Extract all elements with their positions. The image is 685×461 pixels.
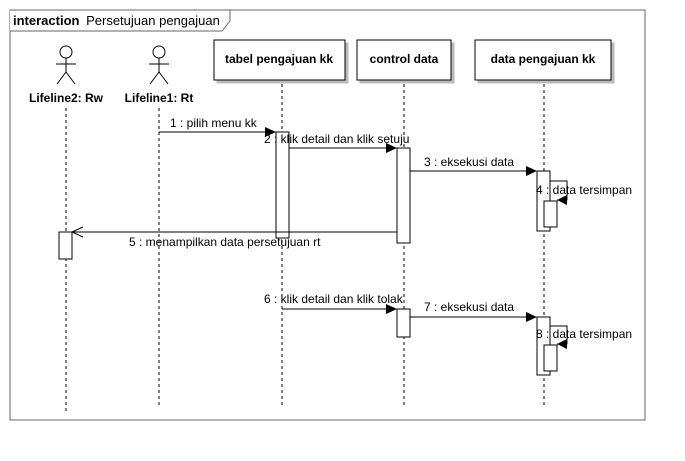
open-arrowhead-icon [70, 226, 84, 238]
lifeline-head-data[interactable]: data pengajuan kk [474, 39, 612, 81]
arrowhead-icon [386, 143, 397, 153]
object-label: data pengajuan kk [491, 52, 596, 66]
actor-rt[interactable]: Lifeline1: Rt [125, 45, 194, 105]
lifeline-head-control[interactable]: control data [356, 39, 452, 81]
message-6[interactable]: 6 : klik detail dan klik tolak [264, 292, 404, 314]
lifeline-head-tabel[interactable]: tabel pengajuan kk [213, 39, 346, 81]
message-7[interactable]: 7 : eksekusi data [410, 300, 537, 322]
actor-label: Lifeline1: Rt [125, 91, 194, 105]
stick-figure-icon [56, 45, 76, 85]
svg-text:interaction Persetujuan pe: interaction Persetujuan pengajuan [13, 13, 220, 28]
message-label: 4 : data tersimpan [536, 183, 632, 197]
arrowhead-icon [526, 312, 537, 322]
message-label: 5 : menampilkan data persetujuan rt [129, 235, 321, 249]
message-label: 1 : pilih menu kk [170, 116, 258, 130]
arrowhead-icon [526, 166, 537, 176]
object-label: control data [370, 52, 439, 66]
stick-figure-icon [149, 45, 169, 85]
arrowhead-icon [557, 339, 567, 349]
message-8[interactable]: 8 : data tersimpan [536, 325, 632, 349]
arrowhead-icon [265, 127, 276, 137]
activation-bar-rw [58, 231, 73, 260]
message-label: 7 : eksekusi data [424, 300, 514, 314]
message-5[interactable]: 5 : menampilkan data persetujuan rt [70, 226, 397, 249]
activation-bar-control [396, 147, 411, 244]
activation-bar-data-self-2 [543, 344, 558, 372]
activation-bar-control-2 [396, 308, 411, 338]
message-4[interactable]: 4 : data tersimpan [536, 180, 632, 205]
message-1[interactable]: 1 : pilih menu kk [159, 116, 276, 137]
message-label: 6 : klik detail dan klik tolak [264, 292, 404, 306]
frame-name-tab [10, 9, 231, 32]
frame-keyword: interaction [13, 13, 80, 28]
activation-bar-data-self [543, 200, 558, 228]
arrowhead-icon [386, 304, 397, 314]
frame-title: Persetujuan pengajuan [86, 13, 220, 28]
message-label: 2 : klik detail dan klik setuju [264, 132, 409, 146]
arrowhead-icon [557, 195, 567, 205]
activation-bar-tabel [275, 131, 290, 239]
message-label: 3 : eksekusi data [424, 155, 514, 169]
object-label: tabel pengajuan kk [225, 52, 333, 66]
actor-rw[interactable]: Lifeline2: Rw [29, 45, 104, 105]
message-3[interactable]: 3 : eksekusi data [410, 155, 537, 176]
message-2[interactable]: 2 : klik detail dan klik setuju [264, 132, 409, 153]
actor-label: Lifeline2: Rw [29, 91, 104, 105]
message-label: 8 : data tersimpan [536, 327, 632, 341]
